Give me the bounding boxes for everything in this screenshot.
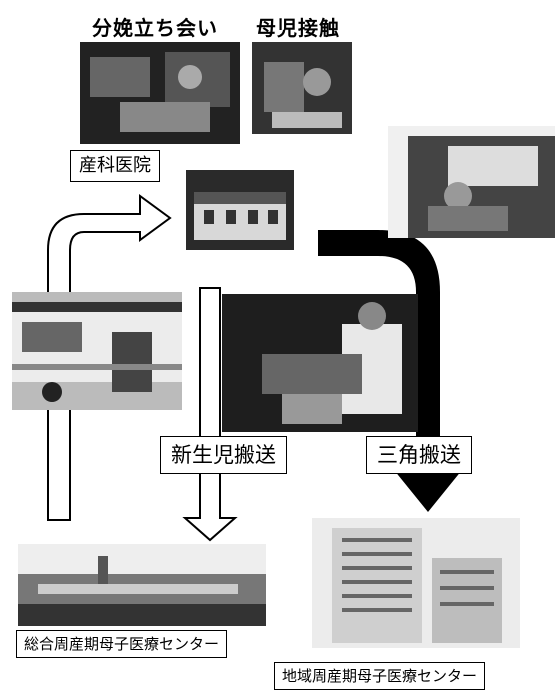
outline-arrow-neonatal	[182, 287, 238, 542]
photo-ambulance-exterior	[12, 292, 182, 410]
photo-stretcher-transfer	[222, 294, 418, 432]
label-triangular-transport: 三角搬送	[366, 436, 472, 474]
outline-arrow-to-clinic	[47, 194, 172, 521]
photo-general-perinatal-center	[18, 544, 266, 626]
label-neonatal-transport: 新生児搬送	[160, 436, 287, 474]
label-obstetric-clinic: 産科医院	[70, 150, 160, 182]
label-regional-perinatal-center: 地域周産期母子医療センター	[274, 662, 486, 690]
photo-ambulance-interior	[388, 126, 555, 238]
heading-delivery-attendance: 分娩立ち会い	[92, 16, 218, 40]
heading-mother-child-contact: 母児接触	[256, 16, 340, 40]
photo-delivery-attendance	[80, 42, 240, 144]
photo-obstetric-clinic-building	[186, 170, 294, 250]
photo-regional-perinatal-center	[312, 518, 520, 648]
photo-mother-child-contact	[252, 42, 352, 134]
label-general-perinatal-center: 総合周産期母子医療センター	[16, 630, 228, 658]
